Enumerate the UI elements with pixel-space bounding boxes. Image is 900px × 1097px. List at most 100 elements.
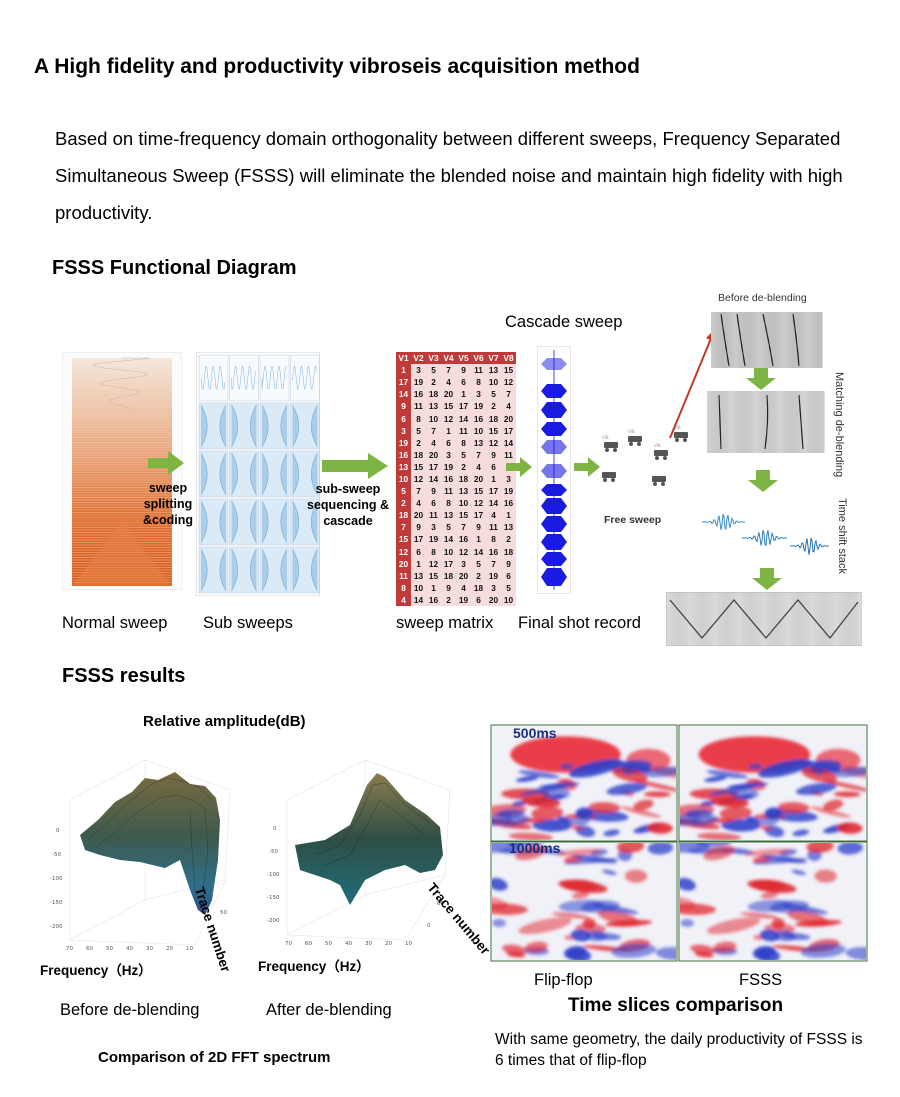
matrix-cell: 1 bbox=[441, 424, 456, 437]
svg-text:-150: -150 bbox=[50, 900, 63, 906]
matrix-cell: 10 bbox=[396, 472, 411, 486]
matrix-cell: 11 bbox=[471, 364, 486, 377]
matrix-cell: 2 bbox=[426, 376, 441, 389]
matrix-cell: 18 bbox=[501, 545, 516, 558]
matrix-cell: 1 bbox=[501, 509, 516, 522]
matrix-cell: 17 bbox=[441, 557, 456, 570]
matrix-cell: 8 bbox=[486, 533, 501, 546]
matrix-cell: 1 bbox=[456, 388, 471, 401]
matrix-cell: 17 bbox=[396, 376, 411, 389]
caption-fsss: FSSS bbox=[739, 971, 783, 989]
matrix-cell: 9 bbox=[441, 581, 456, 594]
normal-sweep-graphic bbox=[62, 352, 182, 590]
intro-paragraph: Based on time-frequency domain orthogona… bbox=[55, 128, 843, 223]
matrix-cell: 14 bbox=[411, 593, 426, 606]
free-sweep-label: Free sweep bbox=[604, 514, 662, 526]
arrow-down-icon bbox=[748, 470, 778, 492]
matrix-cell: 9 bbox=[396, 400, 411, 413]
matrix-cell: 16 bbox=[426, 593, 441, 606]
caption-after-deblending: After de-blending bbox=[266, 1001, 392, 1019]
matrix-cell: 17 bbox=[426, 460, 441, 473]
svg-text:-100: -100 bbox=[50, 876, 63, 882]
cascade-sweep-graphic bbox=[537, 346, 571, 594]
matrix-cell: 12 bbox=[471, 497, 486, 510]
matrix-cell: 13 bbox=[411, 569, 426, 582]
freq-label-before: Frequency（Hz） bbox=[40, 963, 152, 978]
matrix-cell: 13 bbox=[396, 460, 411, 473]
matrix-cell: 15 bbox=[411, 460, 426, 473]
caption-final-shot-record: Final shot record bbox=[518, 614, 641, 632]
matrix-header: V2 bbox=[411, 352, 426, 365]
matrix-cell: 11 bbox=[501, 448, 516, 461]
matrix-header: V6 bbox=[471, 352, 486, 365]
matrix-cell: 15 bbox=[426, 569, 441, 582]
fft-comparison-caption: Comparison of 2D FFT spectrum bbox=[98, 1049, 331, 1066]
matrix-cell: 16 bbox=[441, 472, 456, 486]
matrix-cell: 9 bbox=[501, 557, 516, 570]
svg-text:-50: -50 bbox=[52, 852, 61, 858]
svg-text:70: 70 bbox=[285, 941, 292, 947]
matrix-cell: 4 bbox=[441, 376, 456, 389]
svg-text:50: 50 bbox=[325, 941, 332, 947]
matrix-cell: 5 bbox=[456, 448, 471, 461]
matrix-cell: 17 bbox=[411, 533, 426, 546]
matrix-cell: 8 bbox=[396, 581, 411, 594]
matrix-cell: 17 bbox=[471, 509, 486, 522]
matrix-cell: 6 bbox=[486, 460, 501, 473]
results-heading: FSSS results bbox=[62, 665, 186, 687]
matrix-cell: 15 bbox=[441, 400, 456, 413]
matrix-cell: 9 bbox=[471, 521, 486, 534]
matrix-cell: 15 bbox=[471, 485, 486, 498]
time-slices-title: Time slices comparison bbox=[568, 995, 784, 1016]
matrix-cell: 14 bbox=[426, 472, 441, 486]
matrix-cell: 20 bbox=[471, 472, 486, 486]
matrix-cell: 18 bbox=[471, 581, 486, 594]
matrix-cell: 1 bbox=[396, 364, 411, 377]
matrix-cell: 2 bbox=[441, 593, 456, 606]
matrix-header: V4 bbox=[441, 352, 456, 365]
matrix-cell: 1 bbox=[411, 557, 426, 570]
matrix-cell: 12 bbox=[411, 472, 426, 486]
svg-text:70: 70 bbox=[66, 946, 73, 952]
matrix-cell: 14 bbox=[501, 436, 516, 449]
arrow-right-icon bbox=[506, 457, 532, 477]
matrix-cell: 20 bbox=[456, 569, 471, 582]
matrix-cell: 4 bbox=[486, 509, 501, 522]
matrix-cell: 5 bbox=[501, 581, 516, 594]
matrix-cell: 5 bbox=[426, 364, 441, 377]
svg-text:0: 0 bbox=[427, 923, 431, 929]
svg-text:10: 10 bbox=[186, 946, 193, 952]
matrix-cell: 20 bbox=[396, 557, 411, 570]
matrix-cell: 4 bbox=[396, 593, 411, 606]
matrix-cell: 8 bbox=[411, 412, 426, 425]
matrix-cell: 4 bbox=[501, 400, 516, 413]
matrix-cell: 20 bbox=[411, 509, 426, 522]
matrix-cell: 18 bbox=[411, 448, 426, 461]
matrix-cell: 5 bbox=[486, 388, 501, 401]
cascade-sweep-label: Cascade sweep bbox=[505, 313, 623, 331]
svg-text:50: 50 bbox=[106, 946, 113, 952]
svg-text:-100: -100 bbox=[267, 872, 280, 878]
matrix-cell: 13 bbox=[486, 364, 501, 377]
matrix-cell: 5 bbox=[396, 485, 411, 498]
caption-sweep-matrix: sweep matrix bbox=[396, 614, 494, 632]
matrix-header: V8 bbox=[501, 352, 516, 365]
svg-text:VIB: VIB bbox=[654, 443, 661, 448]
matrix-cell: 6 bbox=[411, 545, 426, 558]
matrix-cell: 19 bbox=[486, 569, 501, 582]
arrow-down-icon bbox=[746, 368, 776, 390]
matrix-cell: 13 bbox=[471, 436, 486, 449]
sub-sweeps-grid bbox=[196, 352, 320, 596]
matrix-cell: 17 bbox=[501, 424, 516, 437]
arrow-right-icon bbox=[574, 457, 600, 477]
matrix-cell: 10 bbox=[486, 376, 501, 389]
matrix-cell: 14 bbox=[456, 412, 471, 425]
matrix-cell: 18 bbox=[396, 509, 411, 522]
